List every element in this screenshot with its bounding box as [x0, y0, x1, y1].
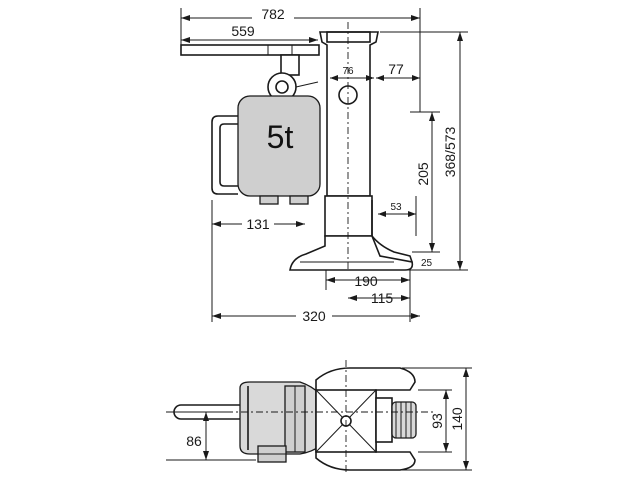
ratchet-housing: [375, 397, 393, 443]
dim-head-width: 76: [342, 66, 354, 77]
ratchet-gear: [391, 401, 417, 439]
top-view: 86 93 140: [166, 360, 472, 472]
dim-foot-length: 190: [354, 273, 378, 289]
lever-pivot: [280, 54, 300, 76]
dim-overall-length: 782: [261, 6, 285, 22]
lower-column: [324, 195, 373, 237]
dim-base-width: 140: [449, 407, 465, 431]
lever-bar: [180, 44, 320, 56]
dim-body-width: 93: [429, 413, 445, 429]
dim-toe-to-center: 115: [371, 290, 394, 306]
dim-head-offset: 77: [388, 61, 404, 77]
housing-foot: [289, 195, 309, 205]
lifting-column-head: [319, 31, 379, 197]
dim-height: 368/573: [442, 126, 458, 177]
side-view: 5t 782 559 76 77: [180, 6, 468, 324]
carry-handle: [211, 115, 238, 195]
dim-base-length: 320: [302, 308, 326, 324]
dim-stroke: 205: [415, 162, 431, 186]
gear-housing: [237, 95, 321, 197]
dim-lever-length: 559: [231, 23, 255, 39]
dim-toe-width: 53: [390, 202, 402, 213]
gear-housing-top: [239, 381, 321, 455]
housing-foot: [259, 195, 279, 205]
dim-lever-offset: 86: [186, 433, 202, 449]
capacity-label: 5t: [267, 119, 294, 155]
dim-handle-to-center: 131: [246, 216, 270, 232]
dim-toe-height: 25: [421, 258, 433, 269]
